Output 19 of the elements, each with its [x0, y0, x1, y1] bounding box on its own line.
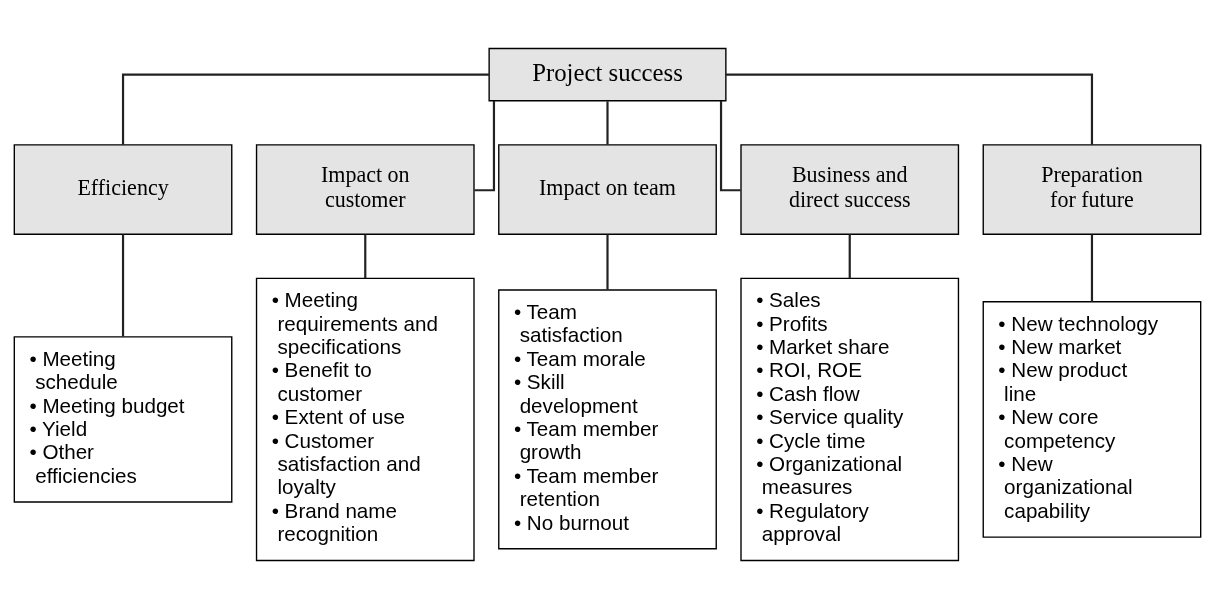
connector [848, 234, 851, 279]
node-box: Project success [488, 47, 727, 102]
node-box: • Meeting requirements and specifications • Benefit to customer • Extent of use • Customer satisfaction and loyalty • Brand name recognition [255, 277, 475, 562]
node-box: • Sales • Profits • Market share • ROI, ROE • Cash flow • Service quality • Cycle time • Organizational measures • Regulatory approval [740, 277, 960, 562]
node-box: Efficiency [13, 144, 233, 235]
node-box: Impact on customer [255, 144, 475, 235]
node-box: • New technology • New market • New product line • New core competency • New organizational capability [982, 301, 1202, 538]
node-box: Impact on team [498, 144, 717, 235]
node-box: Preparation for future [982, 144, 1202, 235]
node-box: • Meeting schedule • Meeting budget • Yield • Other efficiencies [13, 336, 233, 503]
node-box: Business and direct success [740, 144, 960, 235]
connector [606, 234, 609, 290]
connector [726, 73, 1094, 145]
connector [1090, 234, 1094, 302]
connector [364, 234, 367, 279]
node-box: • Team satisfaction • Team morale • Skill development • Team member growth • Team member retention • No burnout [498, 289, 717, 550]
connector [606, 101, 609, 145]
connector [121, 234, 125, 337]
connector [121, 73, 489, 145]
